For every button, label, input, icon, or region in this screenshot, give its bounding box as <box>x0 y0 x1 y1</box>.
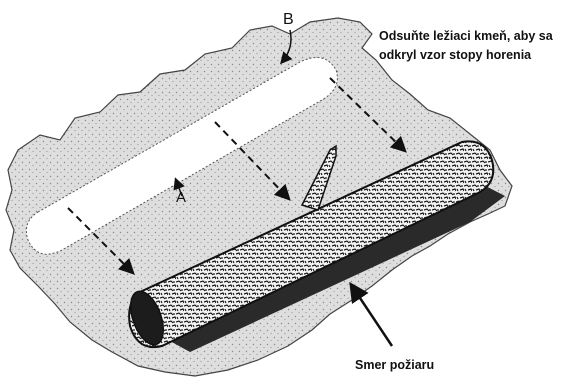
fire-direction-label: Smer požiaru <box>355 358 434 372</box>
instruction-line-2: odkryl vzor stopy horenia <box>379 46 553 65</box>
marker-a-label: A <box>176 189 186 206</box>
instruction-line-1: Odsuňte ležiaci kmeň, aby sa <box>379 27 553 46</box>
marker-b-label: B <box>283 11 294 29</box>
fire-direction-arrow <box>352 286 392 346</box>
instruction-annotation: Odsuňte ležiaci kmeň, aby sa odkryl vzor… <box>379 27 553 65</box>
